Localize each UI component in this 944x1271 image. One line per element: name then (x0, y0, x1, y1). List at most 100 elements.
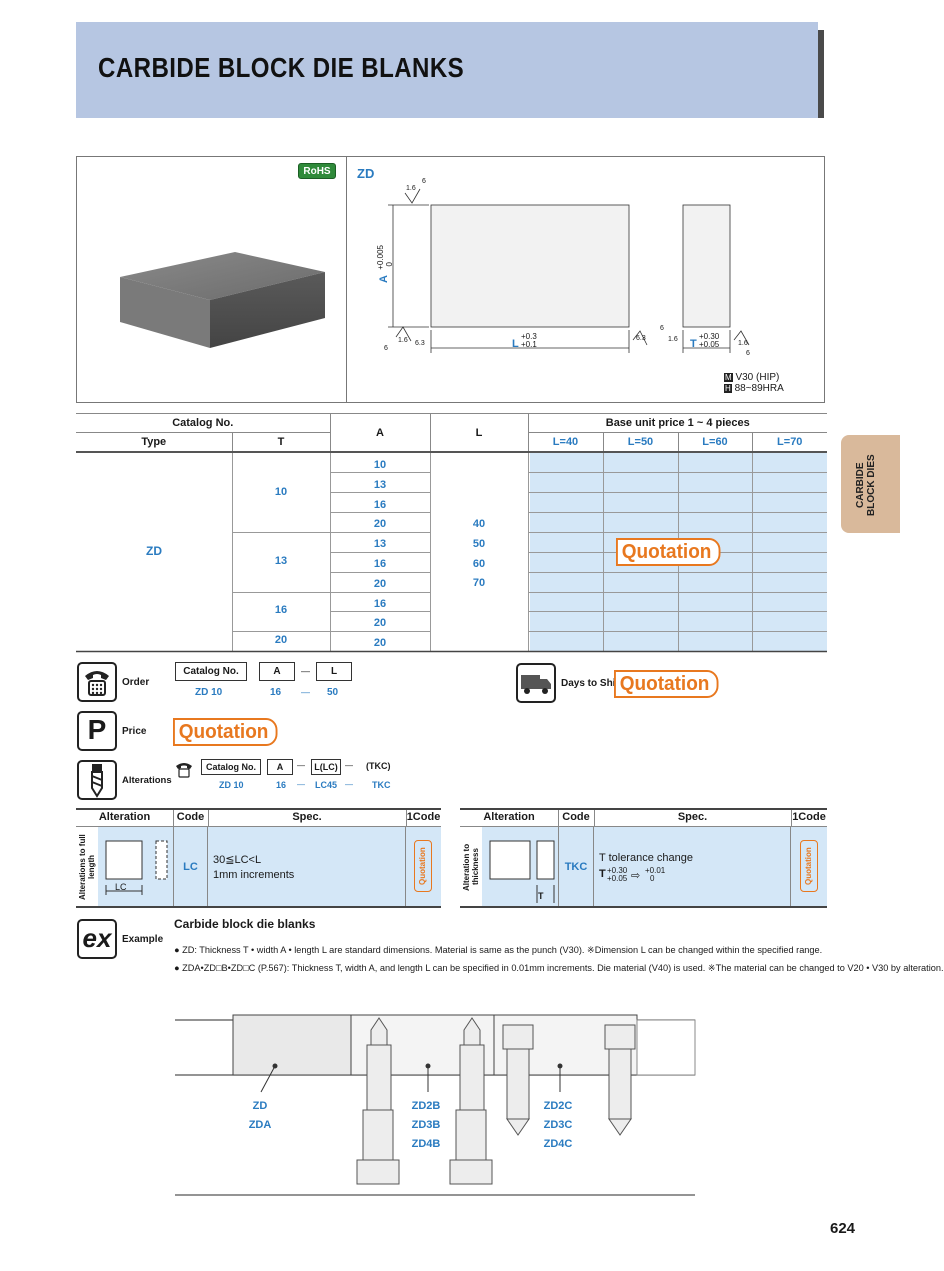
alt-ex-lc: LC45 (315, 780, 338, 790)
material-value: V30 (HIP) (735, 372, 780, 383)
material-spec: M V30 (HIP) H 88~89HRA (724, 372, 784, 394)
order-dash: — (301, 666, 310, 676)
order-ex-catalog: ZD 10 (195, 687, 223, 698)
alt-right-t: T (599, 868, 606, 880)
alt-right-hdr-div2 (594, 810, 595, 827)
side-tab[interactable] (841, 435, 900, 533)
type-value: ZD (146, 544, 162, 558)
alt-right-tol-b-plus: +0.01 (645, 866, 666, 875)
spec-table: Catalog No. A L Base unit price 1 ~ 4 pi… (76, 413, 827, 452)
label-zd3b: ZD3B (411, 1119, 441, 1131)
days-quotation-badge: Quotation (614, 670, 719, 698)
page-title: CARBIDE BLOCK DIE BLANKS (98, 52, 465, 83)
alt-right-tol-a-minus: +0.05 (607, 874, 628, 883)
alt-right-hdr-div1 (558, 810, 559, 827)
alt-right-hdr-div3 (791, 810, 792, 827)
dim-l-tol: +0.3+0.1 (521, 333, 537, 349)
alt-left-spec-2: 1mm increments (213, 869, 295, 881)
alt-left-fig-label: LC (115, 882, 127, 892)
panel-divider (346, 156, 347, 403)
dim-l-tol-minus: +0.1 (521, 340, 537, 349)
t-value-20: 20 (274, 634, 288, 646)
base-price-header: Base unit price 1 ~ 4 pieces (527, 413, 827, 433)
alt-left-hdr-div2 (208, 810, 209, 827)
finish-mark-t2-6: 6 (746, 350, 750, 357)
alt-right-h-alteration: Alteration (483, 811, 535, 823)
alt-a-box: A (267, 759, 293, 775)
alt-right-figure (489, 840, 555, 903)
order-catalog-box: Catalog No. (175, 662, 247, 681)
alt-right-tol-b-minus: 0 (650, 874, 655, 883)
a-value: 13 (373, 478, 387, 491)
alt-left-side-label: Alterations to full length (78, 834, 96, 900)
technical-drawing (388, 188, 750, 353)
alt-left-h-1code: 1Code (406, 811, 441, 823)
alt-left-code: LC (183, 861, 198, 873)
finish-mark-t-16: 1.6 (668, 336, 678, 343)
alt-left-code-bg (173, 827, 208, 906)
finish-mark-bottom: 1.6 (398, 337, 408, 344)
price-label: Price (122, 726, 147, 737)
alt-table-left (76, 808, 441, 908)
side-tab-label: CARBIDE BLOCK DIES (855, 454, 877, 516)
a-value: 16 (373, 498, 387, 511)
label-zd4c: ZD4C (543, 1138, 573, 1150)
alt-left-h-code: Code (176, 811, 205, 823)
alterations-label: Alterations (122, 775, 172, 786)
alt-ex-a: 16 (276, 780, 287, 790)
a-value: 20 (373, 617, 387, 630)
label-zd2c: ZD2C (543, 1100, 573, 1112)
diagram-label-mid: ZD2B ZD3B ZD4B (406, 1097, 446, 1154)
alt-right-tol-a: +0.30+0.05 (607, 867, 627, 883)
alt-ex-dash-1: — (297, 780, 305, 789)
page-number: 624 (830, 1220, 856, 1237)
alt-right-h-code: Code (562, 811, 590, 823)
header-band (76, 22, 824, 118)
l-value: 50 (472, 537, 486, 550)
alt-left-figure (105, 840, 168, 895)
spec-table-grid (76, 453, 827, 653)
a-value: 20 (373, 518, 387, 531)
drawing-type-label: ZD (357, 166, 375, 181)
dim-a-tol-plus: +0.005 (376, 245, 385, 270)
dim-t-tol: +0.30+0.05 (699, 333, 719, 349)
example-icon: ex (77, 919, 117, 959)
alt-dash-2: — (345, 761, 353, 770)
price-col-60: L=60 (677, 432, 753, 452)
dim-t-tol-minus: +0.05 (699, 340, 720, 349)
arrow-right-icon: ⇨ (631, 870, 641, 882)
alt-right-h-1code: 1Code (792, 811, 826, 823)
hardness-mark: H (724, 384, 732, 393)
alt-left-1code-bg (406, 827, 441, 906)
example-line-1-text: ZD: Thickness T • width A • length L are… (182, 945, 823, 955)
a-value: 20 (373, 577, 387, 590)
alt-right-code: TKC (564, 861, 588, 873)
dim-a-label: A (378, 275, 390, 283)
alt-right-code-bg (558, 827, 594, 906)
a-value: 20 (373, 637, 387, 650)
price-col-50: L=50 (602, 432, 679, 452)
type-header: Type (76, 432, 233, 452)
order-label: Order (122, 677, 150, 688)
alt-right-spec-bg (594, 827, 791, 906)
finish-mark-63: 6.3 (415, 340, 425, 347)
order-ex-a: 16 (270, 687, 282, 698)
example-label: Example (122, 934, 164, 945)
price-col-70: L=70 (751, 432, 827, 452)
alt-left-rule (76, 826, 441, 827)
label-zd3c: ZD3C (543, 1119, 573, 1131)
alt-ex-dash-2: — (345, 780, 353, 789)
t-value-13: 13 (274, 555, 288, 567)
drill-icon (77, 760, 117, 800)
alt-left-hdr-div3 (406, 810, 407, 827)
alt-left-h-spec: Spec. (292, 811, 322, 823)
catalog-no-header: Catalog No. (76, 413, 331, 433)
days-to-ship-label: Days to Ship (561, 678, 622, 689)
label-zd2b: ZD2B (411, 1100, 441, 1112)
order-l-box: L (316, 662, 352, 681)
finish-mark-bottom-6: 6 (384, 345, 388, 352)
alt-right-rule (460, 826, 827, 827)
l-value: 70 (472, 577, 486, 590)
price-col-40: L=40 (527, 432, 604, 452)
